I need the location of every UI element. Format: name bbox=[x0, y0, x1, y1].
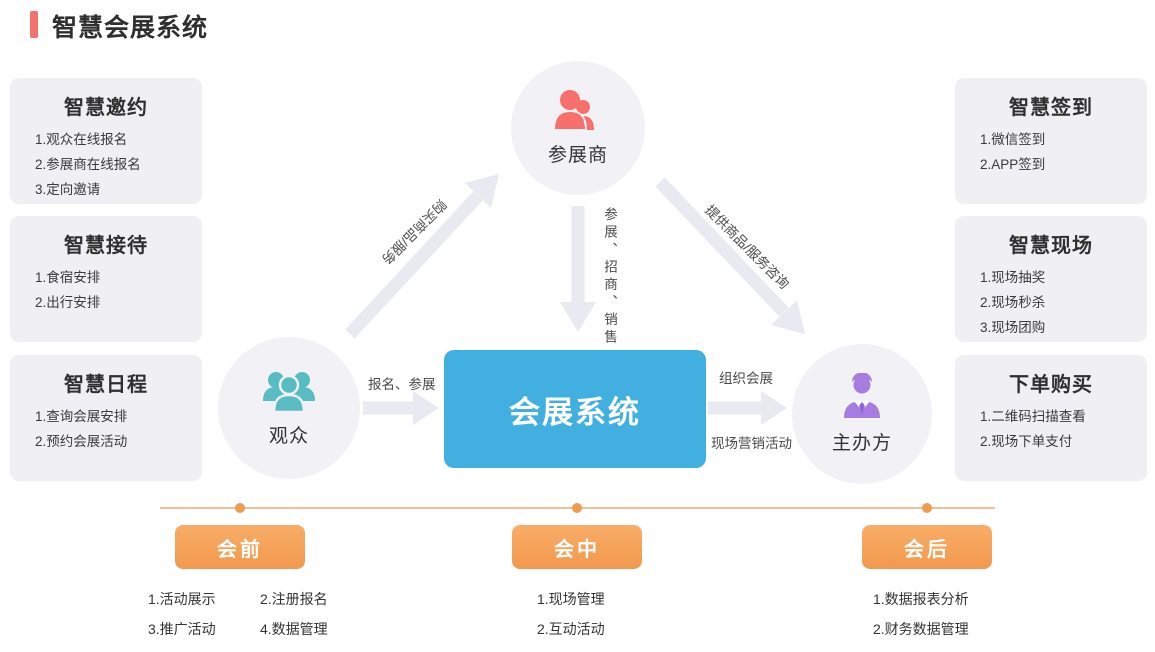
feature-box-list: 1.二维码扫描查看 2.现场下单支付 bbox=[955, 404, 1147, 454]
phase-item: 2.财务数据管理 bbox=[873, 621, 969, 637]
feature-box-schedule: 智慧日程 1.查询会展安排 2.预约会展活动 bbox=[10, 355, 202, 481]
timeline-dot-post bbox=[922, 503, 932, 513]
phase-list-during-event: 1.现场管理 2.互动活动 bbox=[537, 589, 605, 639]
phase-item: 1.现场管理 bbox=[537, 591, 605, 607]
feature-box-list: 1.观众在线报名 2.参展商在线报名 3.定向邀请 bbox=[10, 127, 202, 202]
edge-label-onsite-marketing: 现场营销活动 bbox=[711, 436, 792, 451]
feature-box-invite: 智慧邀约 1.观众在线报名 2.参展商在线报名 3.定向邀请 bbox=[10, 78, 202, 204]
phase-item: 2.注册报名 bbox=[260, 591, 328, 607]
feature-box-title: 下单购买 bbox=[1009, 374, 1093, 396]
node-label: 主办方 bbox=[831, 433, 892, 454]
arrow-system-to-organizer bbox=[708, 391, 787, 425]
feature-item: 1.二维码扫描查看 bbox=[980, 409, 1086, 424]
feature-box-title: 智慧日程 bbox=[64, 374, 148, 396]
timeline-dot-pre bbox=[235, 503, 245, 513]
phase-item: 3.推广活动 bbox=[148, 621, 216, 637]
phase-item: 1.活动展示 bbox=[148, 591, 216, 607]
group-people-icon bbox=[262, 368, 316, 414]
feature-item: 1.食宿安排 bbox=[35, 270, 101, 285]
page-title: 智慧会展系统 bbox=[52, 14, 209, 42]
feature-box-onsite: 智慧现场 1.现场抽奖 2.现场秒杀 3.现场团购 bbox=[955, 216, 1147, 342]
phase-button-pre-event[interactable]: 会前 bbox=[175, 525, 305, 569]
node-exhibitor: 参展商 bbox=[511, 61, 645, 195]
feature-box-list: 1.查询会展安排 2.预约会展活动 bbox=[10, 404, 202, 454]
feature-box-purchase: 下单购买 1.二维码扫描查看 2.现场下单支付 bbox=[955, 355, 1147, 481]
feature-item: 2.现场秒杀 bbox=[980, 295, 1046, 310]
arrow-exhibitor-to-organizer bbox=[655, 177, 805, 334]
feature-item: 3.现场团购 bbox=[980, 320, 1046, 335]
feature-item: 1.查询会展安排 bbox=[35, 409, 128, 424]
feature-item: 2.参展商在线报名 bbox=[35, 157, 141, 172]
feature-item: 1.微信签到 bbox=[980, 132, 1046, 147]
timeline-dot-mid bbox=[572, 503, 582, 513]
edge-label-exhibit-invest-sell: 参展、招商、销售 bbox=[602, 207, 617, 347]
feature-item: 2.预约会展活动 bbox=[35, 434, 128, 449]
feature-item: 3.定向邀请 bbox=[35, 182, 101, 197]
feature-box-title: 智慧接待 bbox=[64, 235, 148, 257]
businessman-icon bbox=[839, 372, 885, 419]
title-accent-bar bbox=[30, 11, 38, 38]
phase-list-post-event: 1.数据报表分析 2.财务数据管理 bbox=[873, 589, 969, 639]
feature-item: 2.APP签到 bbox=[980, 157, 1046, 172]
phase-item: 2.互动活动 bbox=[537, 621, 605, 637]
edge-label-signup: 报名、参展 bbox=[368, 377, 436, 392]
feature-box-title: 智慧邀约 bbox=[64, 97, 148, 119]
node-system: 会展系统 bbox=[444, 350, 706, 468]
arrow-audience-to-system bbox=[363, 391, 439, 425]
feature-box-checkin: 智慧签到 1.微信签到 2.APP签到 bbox=[955, 78, 1147, 204]
node-label: 观众 bbox=[268, 426, 309, 447]
feature-box-list: 1.食宿安排 2.出行安排 bbox=[10, 265, 202, 315]
phase-item: 4.数据管理 bbox=[260, 621, 328, 637]
feature-item: 1.现场抽奖 bbox=[980, 270, 1046, 285]
feature-box-list: 1.现场抽奖 2.现场秒杀 3.现场团购 bbox=[955, 265, 1147, 340]
edge-label-organize: 组织会展 bbox=[719, 371, 773, 386]
arrow-audience-to-exhibitor bbox=[345, 174, 499, 339]
feature-box-list: 1.微信签到 2.APP签到 bbox=[955, 127, 1147, 177]
feature-item: 1.观众在线报名 bbox=[35, 132, 128, 147]
feature-box-title: 智慧签到 bbox=[1009, 97, 1093, 119]
node-audience: 观众 bbox=[218, 337, 360, 479]
node-label: 参展商 bbox=[547, 145, 608, 166]
two-people-icon bbox=[552, 89, 604, 131]
phase-list-pre-event: 1.活动展示 2.注册报名 3.推广活动 4.数据管理 bbox=[148, 589, 356, 639]
feature-box-reception: 智慧接待 1.食宿安排 2.出行安排 bbox=[10, 216, 202, 342]
phase-button-during-event[interactable]: 会中 bbox=[512, 525, 642, 569]
phase-button-post-event[interactable]: 会后 bbox=[862, 525, 992, 569]
feature-item: 2.出行安排 bbox=[35, 295, 101, 310]
arrow-exhibitor-to-system bbox=[560, 206, 596, 332]
feature-box-title: 智慧现场 bbox=[1009, 235, 1093, 257]
phase-item: 1.数据报表分析 bbox=[873, 591, 969, 607]
feature-item: 2.现场下单支付 bbox=[980, 434, 1073, 449]
node-organizer: 主办方 bbox=[792, 344, 932, 484]
system-label: 会展系统 bbox=[509, 394, 641, 430]
